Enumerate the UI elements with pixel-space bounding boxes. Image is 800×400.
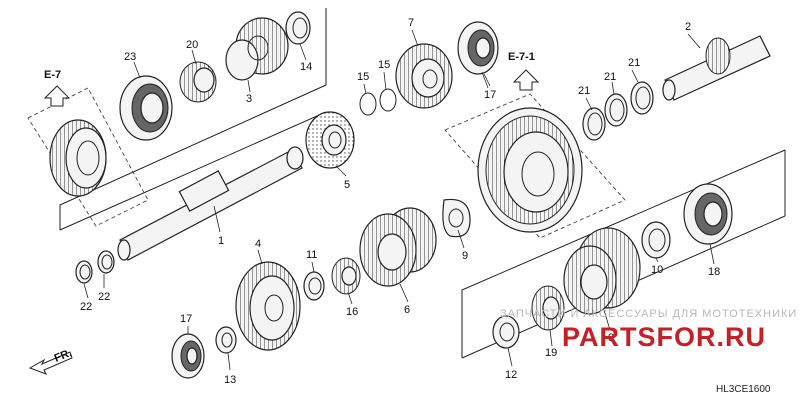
callout-21b: 21: [604, 71, 616, 83]
callout-22a: 22: [80, 301, 92, 313]
needle-bearing-20: [179, 61, 217, 103]
callout-5: 5: [344, 179, 350, 191]
callout-10: 10: [651, 264, 663, 276]
mainshaft: [117, 146, 304, 261]
washer-21b: [604, 93, 628, 127]
callout-15b: 15: [378, 59, 390, 71]
washer-11: [303, 271, 325, 301]
circlip-15a: [359, 92, 377, 116]
front-arrow-icon: [28, 351, 73, 375]
callout-2: 2: [685, 21, 691, 33]
clutch-hub-e71: [477, 107, 583, 233]
ball-bearing-18: [683, 183, 733, 245]
callout-15a: 15: [357, 71, 369, 83]
countershaft: [662, 35, 771, 101]
needle-bearing-19: [531, 285, 565, 331]
ball-bearing-23: [119, 75, 173, 141]
callout-23: 23: [124, 51, 136, 63]
watermark-tagline: ЗАПЧАСТИ И АКСЕССУАРЫ ДЛЯ МОТОТЕХНИКИ: [500, 308, 797, 320]
washer-14: [285, 11, 311, 45]
gear-3: [225, 17, 289, 81]
callout-14: 14: [300, 61, 312, 73]
ref-e71: E-7-1: [508, 51, 535, 63]
callout-18: 18: [708, 266, 720, 278]
gear-5: [305, 111, 355, 169]
thrust-washer-9: [442, 198, 471, 238]
gear-4: [235, 261, 301, 351]
callout-6: 6: [404, 304, 410, 316]
callout-11: 11: [306, 249, 317, 261]
ref-front: FR.: [53, 347, 74, 365]
callout-4: 4: [255, 238, 261, 250]
up-arrow-e7: [43, 85, 71, 107]
callout-1: 1: [218, 235, 224, 247]
washer-10: [641, 221, 671, 259]
callout-9: 9: [462, 250, 468, 262]
callout-21c: 21: [628, 57, 640, 69]
washer-12: [492, 315, 520, 349]
gear-e7: [49, 119, 107, 197]
washer-22b: [97, 250, 115, 274]
callout-3: 3: [246, 93, 252, 105]
watermark-brand: PARTSFOR.RU: [562, 322, 766, 352]
ball-bearing-17-bottom: [171, 333, 205, 379]
washer-21a: [582, 107, 606, 141]
callout-7: 7: [408, 17, 414, 29]
leader-lines: [83, 29, 715, 371]
callout-8: 8: [608, 332, 614, 344]
callout-16: 16: [346, 306, 358, 318]
callout-17b: 17: [180, 313, 192, 325]
washer-13: [215, 326, 237, 354]
diagram-code: HL3CE1600: [716, 384, 771, 395]
gear-6: [359, 207, 437, 287]
washer-22a: [75, 260, 93, 284]
ref-e7: E-7: [44, 69, 61, 81]
up-arrow-e71: [512, 69, 540, 91]
callout-12: 12: [505, 369, 517, 381]
washer-21c: [630, 81, 654, 115]
callout-21a: 21: [578, 85, 590, 97]
callout-22b: 22: [98, 291, 110, 303]
needle-bearing-16: [331, 257, 361, 295]
assembly-frame-left: [59, 8, 327, 231]
callout-19: 19: [545, 347, 557, 359]
ball-bearing-17-top: [457, 21, 499, 75]
callout-20: 20: [186, 39, 198, 51]
gear-7: [395, 43, 453, 109]
e71-subassembly-box: [444, 93, 626, 239]
callout-17a: 17: [484, 89, 496, 101]
gear-8: [563, 227, 641, 315]
circlip-15b: [379, 88, 397, 112]
callout-13: 13: [224, 374, 236, 386]
